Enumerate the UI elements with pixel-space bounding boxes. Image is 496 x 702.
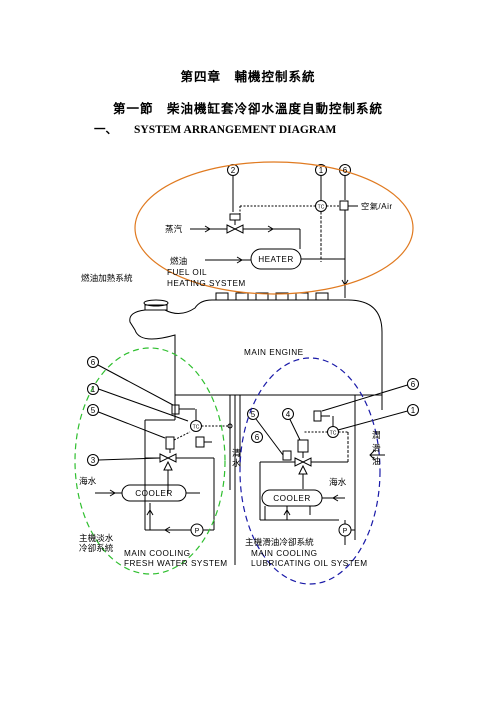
steam-arrow	[204, 225, 211, 233]
bubble-lo-6-label: 6	[411, 380, 416, 389]
fresh-water-label-2: 水	[232, 457, 241, 469]
lube-oil-system-highlight	[239, 357, 381, 585]
fw-system-cn-2: 冷卻系統	[79, 542, 114, 554]
heater-label: HEATER	[258, 255, 294, 264]
bubble-top-1-label: 1	[319, 166, 324, 175]
fuel-oil-heating-en-1: FUEL OIL	[167, 268, 207, 277]
seawater-right-label: 海水	[329, 476, 347, 488]
steam-label: 蒸汽	[165, 223, 183, 235]
bubble-lo-5-label: 5	[251, 410, 256, 419]
lo-pump-label: P	[343, 528, 348, 535]
fw-system-en-2: FRESH WATER SYSTEM	[124, 559, 228, 568]
fw-system-cn-1: 主機淡水	[79, 532, 114, 544]
fw-three-way-valve	[159, 453, 177, 463]
section-title: 第一節 柴油機缸套冷卻水溫度自動控制系統	[112, 101, 383, 116]
cooler-left-label: COOLER	[135, 489, 173, 498]
subsection-number: 一、	[94, 124, 117, 136]
tc-label-lo: TC	[330, 431, 337, 437]
bubble-lo-4-label: 4	[286, 410, 291, 419]
main-engine-label: MAIN ENGINE	[244, 348, 304, 357]
fw-system-en-1: MAIN COOLING	[124, 549, 191, 558]
fw-element-6b	[195, 436, 205, 448]
lo-system-en-1: MAIN COOLING	[251, 549, 318, 558]
lube-oil-label-3: 油	[372, 455, 381, 467]
tc-label-fw: TC	[193, 425, 200, 431]
fw-pump-label: P	[195, 528, 200, 535]
steam-valve-actuator	[229, 213, 241, 221]
bubble-lo-5	[247, 408, 259, 420]
main-engine-body	[129, 299, 383, 396]
lo-valve-actuator	[297, 439, 309, 453]
bubble-fw-1-label: 1	[91, 385, 96, 394]
fuel-oil-heating-cn-label: 燃油加熱系統	[81, 272, 133, 284]
heating-system-highlight	[134, 161, 414, 295]
air-label: 空氣/Air	[361, 201, 393, 211]
steam-valve-body	[226, 224, 244, 234]
bubble-fw-6-label: 6	[91, 358, 96, 367]
bubble-lo-1	[407, 404, 419, 416]
bubble-fw-5-label: 5	[91, 406, 96, 415]
bubble-fw-3-label: 3	[91, 456, 96, 465]
tc-label-top: TC	[318, 205, 325, 211]
lube-oil-label-1: 潤	[372, 430, 381, 441]
lo-system-cn: 主機滑油冷卻系統	[245, 536, 314, 548]
lo-air-element	[313, 410, 322, 422]
cooler-right-label: COOLER	[273, 494, 311, 503]
fw-valve-actuator	[165, 436, 175, 450]
subsection-title: SYSTEM ARRANGEMENT DIAGRAM	[134, 124, 337, 136]
bubble-top-2-label: 2	[231, 166, 236, 175]
bubble-top-6-label: 6	[343, 166, 348, 175]
lube-oil-label-2: 滑	[372, 443, 381, 454]
bubble-fw-6	[87, 356, 99, 368]
bubble-fw-6b-label: 6	[255, 433, 260, 442]
fuel-oil-heating-en-2: HEATING SYSTEM	[167, 279, 246, 288]
fresh-water-system-highlight	[74, 347, 226, 575]
lo-three-way-valve	[294, 457, 312, 467]
subsection-heading: 一、 SYSTEM ARRANGEMENT DIAGRAM	[94, 121, 336, 137]
air-filter-top	[339, 200, 349, 211]
chapter-title: 第四章 輔機控制系統	[180, 69, 316, 84]
fresh-water-label-1: 清	[232, 447, 241, 459]
bubble-fw-5	[87, 404, 99, 416]
bubble-lo-6	[407, 378, 419, 390]
turbocharger	[144, 304, 168, 311]
fuel-oil-arrow	[236, 256, 243, 264]
bubble-lo-1-label: 1	[411, 406, 416, 415]
fuel-oil-label: 燃油	[170, 255, 187, 267]
lo-system-en-2: LUBRICATING OIL SYSTEM	[251, 559, 368, 568]
seawater-left-label: 海水	[79, 475, 97, 487]
bubble-lo-4	[282, 408, 294, 420]
